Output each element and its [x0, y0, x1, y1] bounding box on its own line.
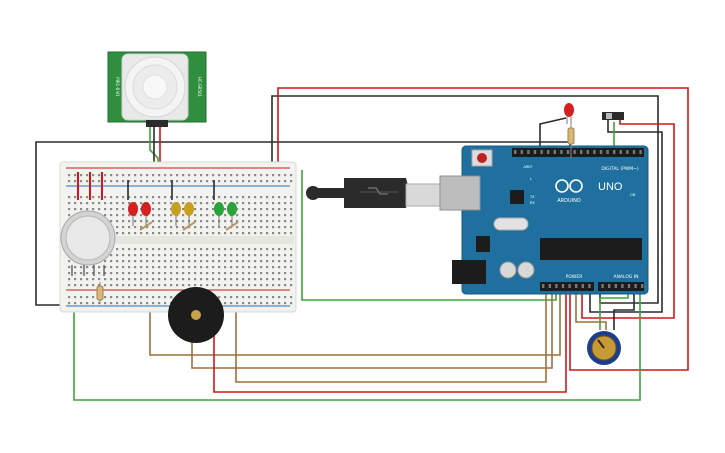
arduino-brand: ARDUINO [557, 198, 581, 204]
indicator-red-led[interactable] [564, 103, 574, 124]
wire-black-switch[interactable] [589, 118, 663, 313]
digital-label: DIGITAL (PWM~) [601, 166, 639, 172]
rx-label: RX [530, 201, 535, 205]
analog-label: ANALOG IN [613, 274, 638, 280]
breadboard-holes [68, 174, 293, 305]
arduino-uno[interactable]: ARDUINO UNO DIGITAL (PWM~) POWER ANALOG … [439, 145, 649, 295]
gas-resistor[interactable] [96, 282, 104, 304]
arduino-logo-icon [555, 179, 583, 193]
pir-silk-right: HC-SR501 [197, 77, 202, 98]
wire-pot-brown[interactable] [575, 290, 607, 330]
led-resistors [139, 221, 239, 231]
buzzer[interactable] [168, 287, 224, 343]
aref-label: AREF [523, 165, 532, 169]
slide-switch[interactable] [602, 112, 624, 120]
l-label: L [530, 177, 532, 181]
power-analog-header-pins [542, 284, 644, 288]
red-led-pair[interactable] [128, 202, 151, 226]
usb-icon [368, 187, 388, 195]
wire-red-switch[interactable] [581, 118, 675, 319]
red-jumpers [77, 172, 103, 200]
led-ground-jumpers [127, 180, 215, 200]
on-label: ON [630, 193, 636, 197]
green-led-pair[interactable] [214, 202, 237, 226]
indicator-resistor[interactable] [567, 124, 575, 158]
wire-pot-black[interactable] [613, 290, 635, 330]
tx-label: TX [529, 195, 535, 199]
yellow-led-pair[interactable] [171, 202, 194, 226]
power-label: POWER [566, 274, 583, 280]
gas-sensor[interactable] [60, 210, 116, 276]
pir-silk-left: PIR1-0-V1 [115, 77, 120, 97]
potentiometer[interactable] [587, 331, 621, 365]
wire-green-bb-arduino[interactable] [301, 170, 557, 301]
digital-header-pins [514, 150, 642, 154]
pir-sensor[interactable]: PIR1-0-V1 HC-SR501 [107, 51, 207, 127]
arduino-model: UNO [598, 181, 623, 193]
wire-green-bottom[interactable] [73, 290, 641, 401]
usb-cable[interactable] [306, 178, 443, 208]
wire-red-top[interactable] [277, 87, 689, 371]
